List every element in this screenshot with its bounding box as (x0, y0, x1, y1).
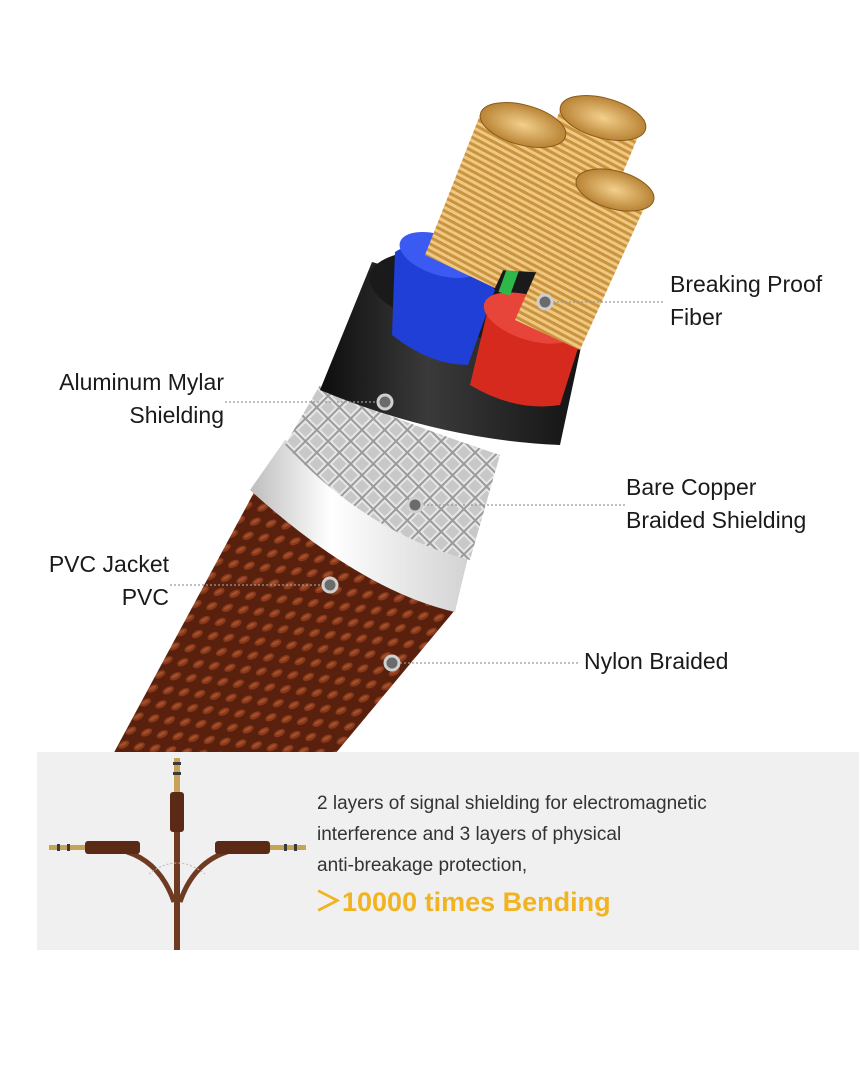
callout-line: Bare Copper (626, 474, 757, 500)
callout-line: Nylon Braided (584, 648, 729, 674)
cable-cross-section-diagram (110, 95, 665, 760)
callout-dot (321, 576, 339, 594)
copper-strand-bundle (425, 109, 568, 288)
info-panel: 2 layers of signal shielding for electro… (37, 752, 859, 950)
copper-braid-shield-layer (285, 385, 500, 560)
callout-breaking-proof-fiber: Breaking Proof Fiber (670, 268, 822, 334)
copper-strand-bundle (500, 104, 645, 275)
bend-test-cable-illustration (49, 758, 306, 950)
callout-dot (383, 654, 401, 672)
bending-highlight: ＞10000 times Bending (315, 887, 611, 917)
info-line: 2 layers of signal shielding for electro… (317, 793, 707, 814)
callout-line: Shielding (129, 402, 224, 428)
callout-dot (376, 393, 394, 411)
info-line: anti-breakage protection, (317, 855, 528, 876)
callout-pvc-jacket: PVC Jacket PVC (10, 548, 169, 614)
callout-line: Aluminum Mylar (59, 369, 224, 395)
info-description: 2 layers of signal shielding for electro… (317, 788, 837, 881)
callout-nylon-braided: Nylon Braided (584, 645, 728, 678)
callout-line: Braided Shielding (626, 507, 807, 533)
callout-line: Fiber (670, 304, 723, 330)
callout-aluminum-mylar-shielding: Aluminum Mylar Shielding (10, 366, 224, 432)
pvc-jacket-layer (250, 440, 480, 612)
info-line: interference and 3 layers of physical (317, 824, 622, 845)
callout-line: Breaking Proof (670, 271, 823, 297)
callout-line: PVC Jacket (48, 551, 169, 577)
callout-bare-copper-braided-shielding: Bare Copper Braided Shielding (626, 471, 806, 537)
callout-dot (536, 293, 554, 311)
callout-dot (406, 496, 424, 514)
callout-line: PVC (121, 584, 169, 610)
